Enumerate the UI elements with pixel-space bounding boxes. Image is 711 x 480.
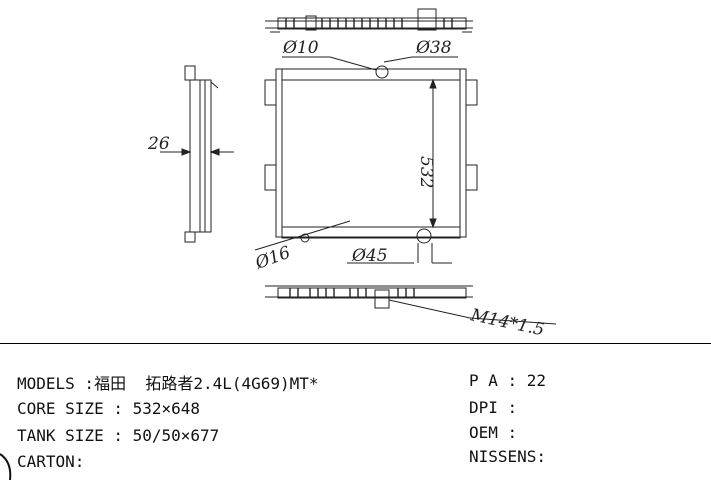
oem-line: OEM : xyxy=(469,423,518,442)
dim-dia10-label: Ø10 xyxy=(282,38,319,58)
models-line: MODELS :福田 拓路者2.4L(4G69)MT* xyxy=(17,374,319,393)
section-divider xyxy=(0,343,711,344)
carton-line: CARTON: xyxy=(17,452,85,471)
bottom-tank-view xyxy=(265,285,557,325)
front-view xyxy=(254,56,478,264)
dim-thickness-label: 26 xyxy=(147,134,170,154)
dim-dia45-label: Ø45 xyxy=(351,246,388,266)
nissens-line: NISSENS: xyxy=(469,447,547,466)
dim-height-label: 532 xyxy=(416,156,436,188)
dim-dia38-label: Ø38 xyxy=(415,38,452,58)
dim-dia16-label: Ø16 xyxy=(252,243,293,274)
side-view xyxy=(160,65,234,243)
dim-thread-label: M14*1.5 xyxy=(468,305,546,340)
top-tank-view xyxy=(265,8,473,33)
dpi-line: DPI : xyxy=(469,398,518,417)
radiator-technical-drawing: Ø10 Ø38 26 532 Ø16 Ø45 M14*1.5 xyxy=(147,8,557,340)
pa-line: P A : 22 xyxy=(469,371,547,390)
core-size-line: CORE SIZE : 532×648 xyxy=(17,399,201,418)
tank-size-line: TANK SIZE : 50/50×677 xyxy=(17,426,220,445)
corner-arc-decoration xyxy=(0,453,12,480)
